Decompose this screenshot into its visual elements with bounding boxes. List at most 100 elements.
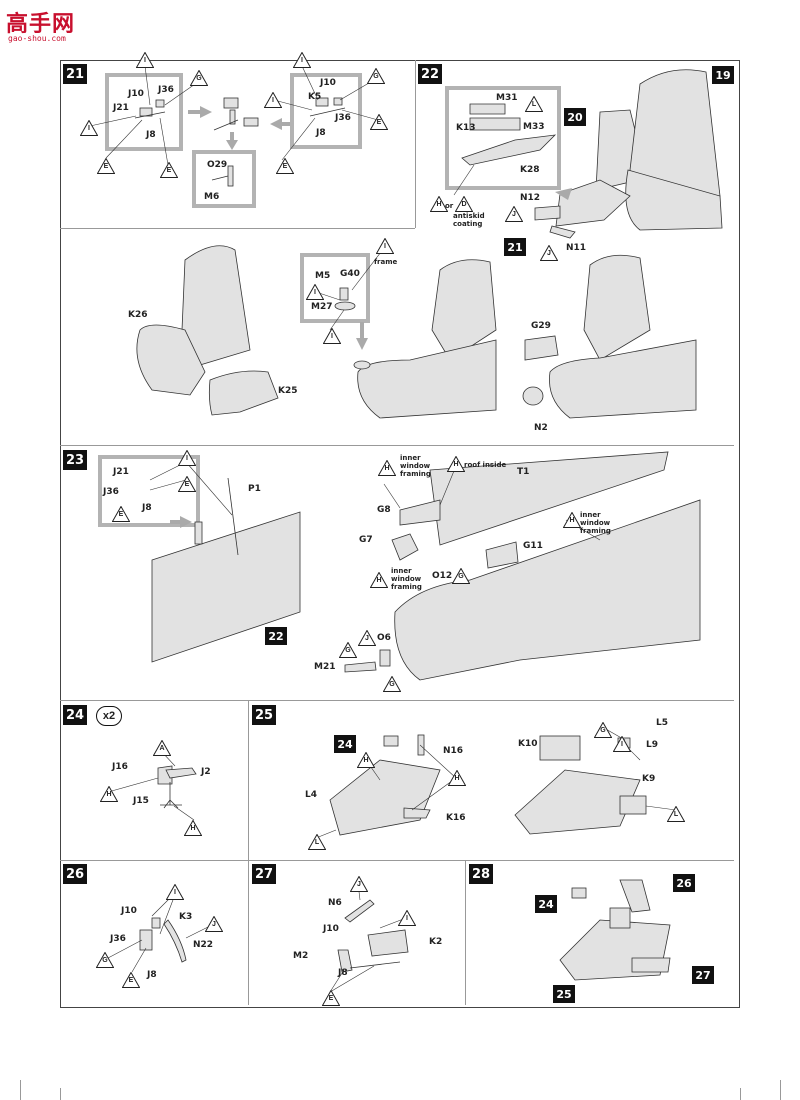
paint-code-letter: E bbox=[128, 977, 134, 984]
paint-code-triangle: G bbox=[367, 68, 385, 84]
part-label: N12 bbox=[520, 193, 541, 203]
part-label: J36 bbox=[103, 487, 119, 497]
part-label: G29 bbox=[531, 321, 551, 331]
paint-code-triangle: H bbox=[447, 456, 465, 472]
crop-mark bbox=[740, 1088, 741, 1100]
paint-code-letter: G bbox=[345, 647, 351, 654]
ref-step-26: 26 bbox=[673, 874, 695, 892]
part-label: M2 bbox=[293, 951, 309, 961]
subassembly-box bbox=[290, 73, 362, 149]
paint-code-letter: I bbox=[384, 243, 386, 250]
step-number-27: 27 bbox=[252, 864, 276, 884]
ref-step-22: 22 bbox=[265, 627, 287, 645]
part-label: T1 bbox=[517, 467, 530, 477]
part-label: J21 bbox=[113, 467, 129, 477]
part-label: J36 bbox=[110, 934, 126, 944]
ref-step-24: 24 bbox=[535, 895, 557, 913]
part-label: M5 bbox=[315, 271, 331, 281]
watermark-logo: 高手网 gao-shou.com bbox=[6, 8, 86, 43]
paint-code-letter: H bbox=[190, 825, 196, 832]
paint-code-letter: J bbox=[547, 250, 551, 257]
part-label: K13 bbox=[456, 123, 476, 133]
part-label: K5 bbox=[308, 92, 322, 102]
paint-code-triangle: A bbox=[153, 740, 171, 756]
paint-code-letter: J bbox=[365, 635, 369, 642]
multiplier-badge: x2 bbox=[96, 706, 122, 726]
part-label: N2 bbox=[534, 423, 548, 433]
paint-code-letter: G bbox=[373, 73, 379, 80]
paint-code-letter: I bbox=[621, 741, 623, 748]
paint-code-triangle: G bbox=[594, 722, 612, 738]
paint-code-letter: E bbox=[328, 995, 334, 1002]
ref-step-24: 24 bbox=[334, 735, 356, 753]
paint-code-letter: J bbox=[512, 211, 516, 218]
paint-code-letter: E bbox=[282, 163, 288, 170]
part-label: K26 bbox=[128, 310, 148, 320]
ref-step-20: 20 bbox=[564, 108, 586, 126]
part-label: M27 bbox=[311, 302, 333, 312]
paint-code-triangle: E bbox=[160, 162, 178, 178]
paint-code-triangle: I bbox=[80, 120, 98, 136]
paint-code-letter: I bbox=[174, 889, 176, 896]
part-label: J15 bbox=[133, 796, 149, 806]
divider bbox=[248, 700, 249, 1005]
paint-code-triangle: J bbox=[358, 630, 376, 646]
paint-code-letter: I bbox=[331, 333, 333, 340]
note-frame: frame bbox=[374, 258, 398, 266]
part-label: J10 bbox=[320, 78, 336, 88]
part-label: G8 bbox=[377, 505, 391, 515]
part-label: N6 bbox=[328, 898, 342, 908]
paint-code-letter: E bbox=[376, 119, 382, 126]
paint-code-letter: I bbox=[88, 125, 90, 132]
crop-mark bbox=[20, 1080, 21, 1100]
part-label: J2 bbox=[201, 767, 211, 777]
paint-code-letter: L bbox=[531, 101, 537, 108]
subassembly-box bbox=[300, 253, 370, 323]
watermark-sub: gao-shou.com bbox=[8, 34, 66, 43]
paint-code-triangle: L bbox=[525, 96, 543, 112]
paint-code-triangle: H bbox=[100, 786, 118, 802]
part-label: J8 bbox=[146, 130, 156, 140]
page-frame bbox=[60, 60, 740, 1008]
subassembly-box bbox=[105, 73, 183, 151]
part-label: K3 bbox=[179, 912, 193, 922]
paint-code-triangle: I bbox=[376, 238, 394, 254]
paint-code-letter: E bbox=[103, 163, 109, 170]
paint-code-letter: H bbox=[363, 757, 369, 764]
part-label: N22 bbox=[193, 940, 214, 950]
part-label: M31 bbox=[496, 93, 518, 103]
paint-code-letter: G bbox=[458, 573, 464, 580]
crop-mark bbox=[780, 1080, 781, 1100]
part-label: J8 bbox=[338, 968, 348, 978]
part-label: K2 bbox=[429, 937, 443, 947]
paint-code-triangle: I bbox=[264, 92, 282, 108]
part-label: O6 bbox=[377, 633, 391, 643]
ref-step-19: 19 bbox=[712, 66, 734, 84]
part-label: J8 bbox=[142, 503, 152, 513]
part-label: J36 bbox=[335, 113, 351, 123]
step-number-25: 25 bbox=[252, 705, 276, 725]
paint-code-triangle: E bbox=[370, 114, 388, 130]
part-label: P1 bbox=[248, 484, 261, 494]
divider bbox=[60, 700, 734, 701]
paint-code-triangle: H bbox=[378, 460, 396, 476]
paint-code-letter: I bbox=[272, 97, 274, 104]
step-number-24: 24 bbox=[63, 705, 87, 725]
part-label: O29 bbox=[207, 160, 228, 170]
paint-code-letter: J bbox=[212, 921, 216, 928]
part-label: L9 bbox=[646, 740, 658, 750]
paint-code-triangle: I bbox=[306, 284, 324, 300]
part-label: J10 bbox=[121, 906, 137, 916]
paint-code-triangle: G bbox=[383, 676, 401, 692]
paint-code-triangle: E bbox=[97, 158, 115, 174]
paint-code-letter: G bbox=[196, 75, 202, 82]
step-number-28: 28 bbox=[469, 864, 493, 884]
ref-step-27: 27 bbox=[692, 966, 714, 984]
paint-code-triangle: L bbox=[667, 806, 685, 822]
part-label: O12 bbox=[432, 571, 453, 581]
divider bbox=[415, 60, 416, 228]
part-label: L5 bbox=[656, 718, 668, 728]
paint-code-letter: D bbox=[461, 201, 467, 208]
paint-code-triangle: I bbox=[323, 328, 341, 344]
